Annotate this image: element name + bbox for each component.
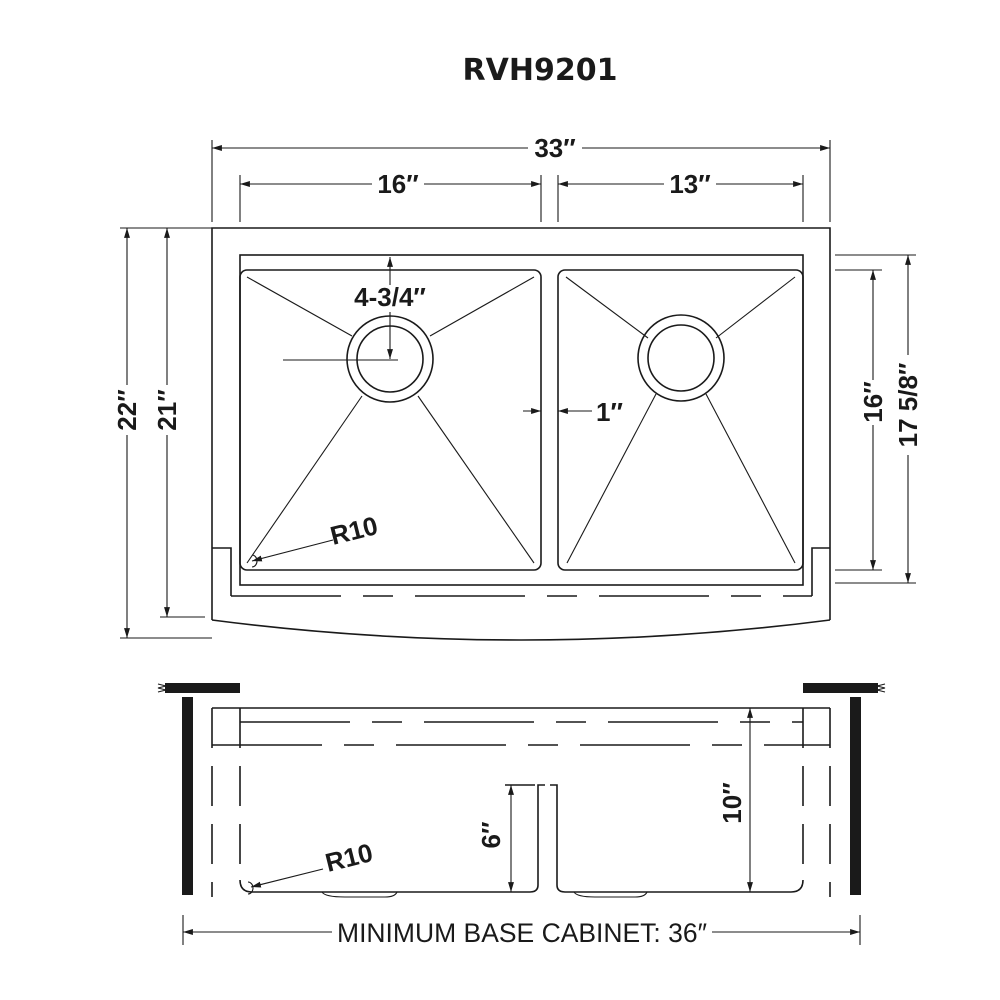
svg-text:10″: 10″: [717, 782, 747, 823]
apron-curve: [211, 619, 831, 641]
dim-bowl-depth: 16″: [835, 269, 888, 571]
top-view: 33″ 16″ 13″: [112, 133, 923, 641]
dim-divider-width: 1″: [523, 397, 623, 427]
dim-bowl-height: 10″: [717, 708, 753, 892]
side-view: 6″ 10″ R10 MINIMUM BASE CABINET: 36″: [157, 683, 886, 948]
dim-divider-height: 6″: [476, 785, 514, 892]
dim-depth-21: 21″: [152, 228, 205, 618]
svg-text:4-3/4″: 4-3/4″: [354, 282, 426, 312]
svg-text:13″: 13″: [669, 169, 710, 199]
dim-overall-width: 33″: [211, 133, 831, 222]
sink-outline: [211, 227, 831, 620]
svg-text:R10: R10: [322, 837, 376, 878]
dim-right-bowl-width: 13″: [557, 169, 804, 222]
flange: [239, 254, 804, 586]
dim-flange-depth: 17 5/8″: [835, 254, 923, 584]
svg-text:6″: 6″: [476, 822, 506, 849]
dim-corner-radius-side: R10: [247, 837, 376, 895]
svg-text:MINIMUM BASE CABINET: 36″: MINIMUM BASE CABINET: 36″: [337, 918, 707, 948]
model-title: RVH9201: [463, 53, 618, 88]
right-countertop: [803, 683, 886, 895]
svg-text:17 5/8″: 17 5/8″: [893, 363, 923, 448]
dim-left-bowl-width: 16″: [239, 169, 542, 222]
svg-text:16″: 16″: [377, 169, 418, 199]
svg-text:16″: 16″: [858, 381, 888, 422]
svg-text:1″: 1″: [596, 397, 623, 427]
side-right-bowl: [550, 784, 804, 893]
right-bowl: [557, 269, 804, 571]
svg-text:R10: R10: [327, 510, 381, 551]
right-drain: [637, 314, 725, 402]
svg-text:22″: 22″: [112, 389, 142, 430]
svg-text:33″: 33″: [534, 133, 575, 163]
left-countertop: [157, 683, 240, 895]
dim-corner-radius-top: R10: [251, 510, 381, 568]
svg-text:21″: 21″: [152, 389, 182, 430]
dim-overall-depth: 22″: [112, 227, 212, 639]
dim-minimum-cabinet: MINIMUM BASE CABINET: 36″: [182, 915, 861, 948]
dim-drain-offset: 4-3/4″: [283, 257, 426, 361]
side-left-bowl: [239, 784, 545, 893]
